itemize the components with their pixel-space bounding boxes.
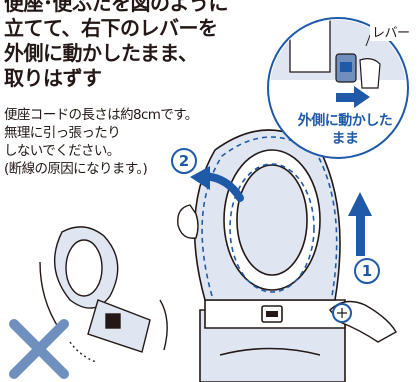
- arrow-right-icon: [336, 86, 370, 108]
- toilet-base: [199, 299, 346, 382]
- cross-mark-icon: [9, 319, 69, 379]
- step-1-badge: 1: [354, 258, 380, 284]
- lever-label: レバー: [370, 22, 412, 41]
- note-line: 便座コードの長さは約8cmです。: [4, 107, 198, 123]
- heading-line: 立てて、右下のレバーを: [4, 16, 218, 40]
- step-2-badge: 2: [171, 148, 197, 174]
- note-line: (断線の原因になります。): [4, 161, 148, 177]
- move-label-line: まま: [331, 131, 360, 147]
- arrow-up-icon: [348, 192, 372, 256]
- heading-line: 取りはずす: [4, 66, 102, 90]
- move-outward-label: 外側に動かした まま: [270, 112, 419, 148]
- heading-line: 外側に動かしたまま、: [4, 41, 198, 65]
- seat-dashed-outline: [201, 136, 338, 297]
- instruction-heading: 便座･便ふたを図のように 立てて、右下のレバーを 外側に動かしたまま、 取りはず…: [4, 0, 254, 91]
- move-label-line: 外側に動かした: [297, 113, 393, 129]
- hand-left: [177, 204, 199, 239]
- note-line: 無理に引っ張ったり: [4, 125, 121, 141]
- removed-seat-example: [39, 226, 168, 363]
- heading-line: 便座･便ふたを図のように: [4, 0, 229, 15]
- note-line: しないでください。: [4, 143, 120, 159]
- cord-caution-note: 便座コードの長さは約8cmです。 無理に引っ張ったり しないでください。 (断線…: [4, 106, 254, 178]
